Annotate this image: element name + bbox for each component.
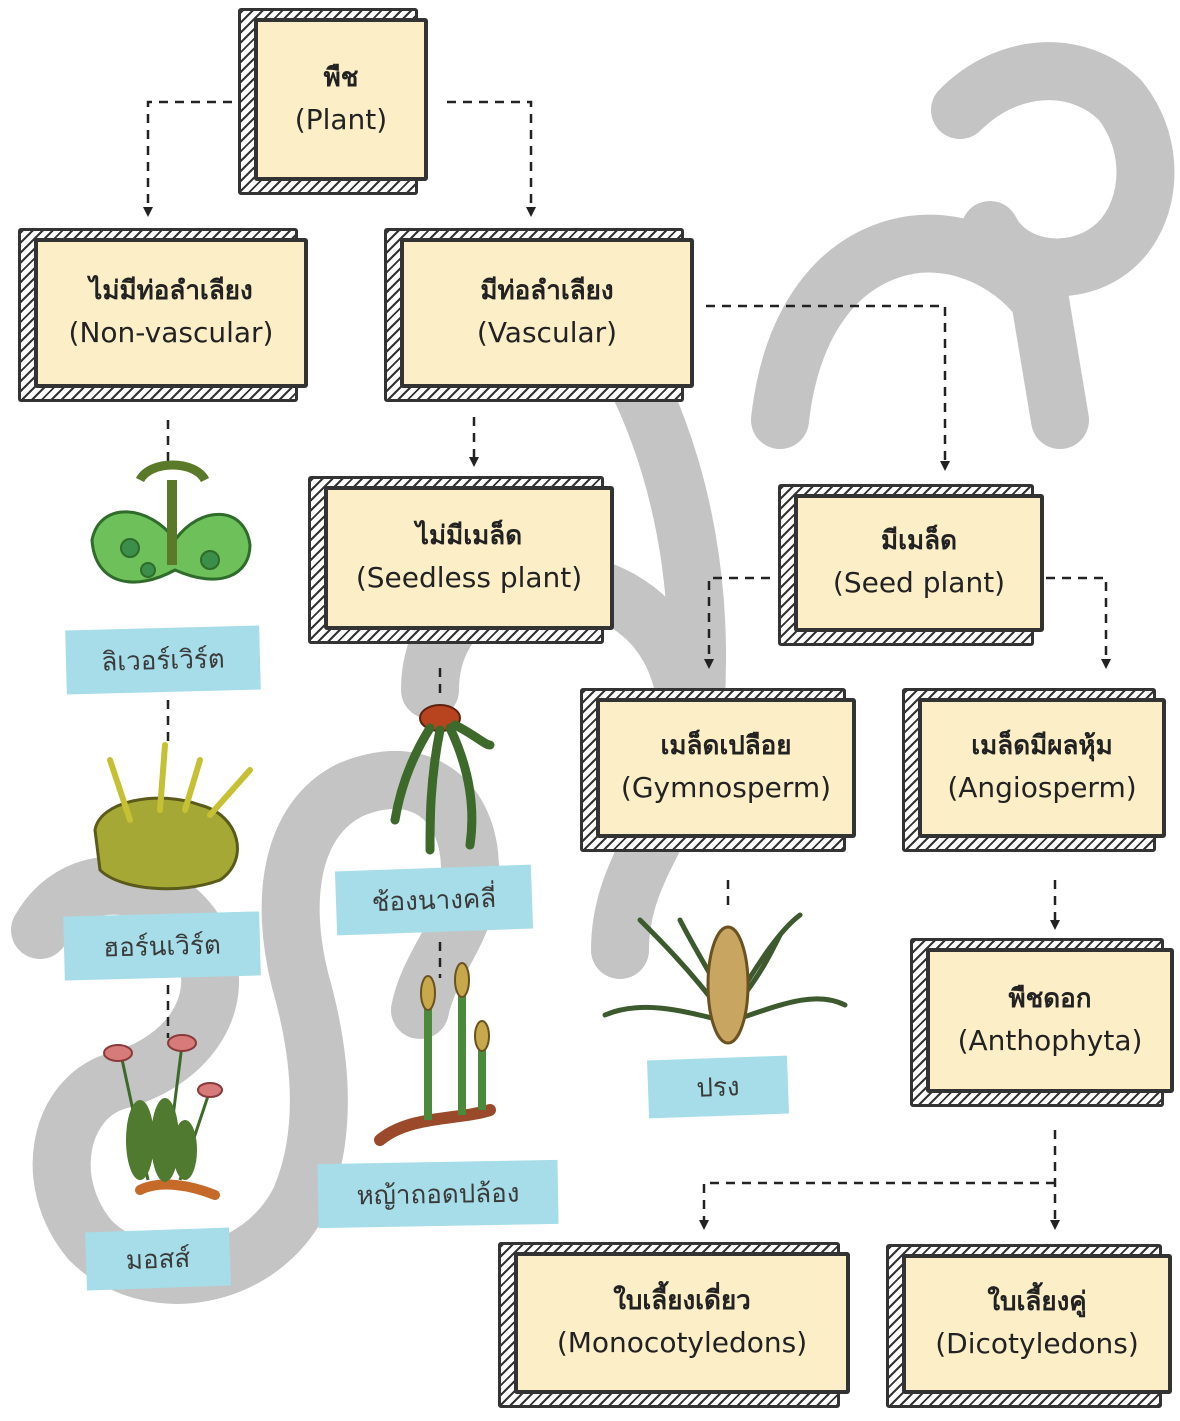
tag-hornwort: ฮอร์นเวิร์ต	[63, 911, 261, 981]
node-gymnosperm-thai: เมล็ดเปลือย	[660, 731, 792, 761]
node-vascular-english: (Vascular)	[476, 316, 618, 349]
node-nonvascular-english: (Non-vascular)	[68, 316, 274, 349]
node-monocot-thai: ใบเลี้ยงเดี่ยว	[613, 1286, 751, 1316]
tag-pine: ปรง	[647, 1055, 789, 1119]
horsetail-image	[374, 962, 496, 1146]
node-seedless-thai: ไม่มีเมล็ด	[415, 521, 523, 551]
node-monocot-english: (Monocotyledons)	[556, 1326, 808, 1359]
node-plant: พืช (Plant)	[238, 8, 428, 195]
node-nonvascular-thai: ไม่มีท่อลำเลียง	[89, 276, 253, 306]
link-seed-gymnosperm	[704, 576, 770, 669]
tag-moss: มอสส์	[85, 1227, 231, 1291]
node-anthophyta: พืชดอก (Anthophyta)	[910, 938, 1174, 1107]
node-seed-english: (Seed plant)	[832, 566, 1006, 599]
node-seedless: ไม่มีเมล็ด (Seedless plant)	[308, 476, 614, 644]
pine-image	[602, 912, 848, 1045]
node-gymnosperm: เมล็ดเปลือย (Gymnosperm)	[580, 688, 856, 852]
link-anthophyta-monocot	[699, 1181, 1055, 1230]
link-plant-vascular	[447, 100, 536, 217]
hornwort-image	[93, 742, 253, 891]
node-seed-thai: มีเมล็ด	[881, 526, 957, 556]
node-plant-english: (Plant)	[294, 102, 388, 136]
node-vascular: มีท่อลำเลียง (Vascular)	[384, 228, 694, 402]
node-anthophyta-english: (Anthophyta)	[957, 1023, 1143, 1057]
liverwort-image	[90, 460, 252, 584]
node-angiosperm-english: (Angiosperm)	[947, 771, 1137, 804]
node-nonvascular: ไม่มีท่อลำเลียง (Non-vascular)	[18, 228, 308, 402]
node-seedless-english: (Seedless plant)	[355, 561, 583, 594]
link-plant-nonvascular	[143, 100, 232, 217]
node-dicot: ใบเลี้ยงคู่ (Dicotyledons)	[886, 1244, 1172, 1408]
node-angiosperm: เมล็ดมีผลหุ้ม (Angiosperm)	[902, 688, 1166, 852]
node-anthophyta-thai: พืชดอก	[1008, 983, 1092, 1014]
node-plant-thai: พืช	[323, 62, 359, 93]
node-vascular-thai: มีท่อลำเลียง	[480, 276, 614, 306]
clubmoss-image	[390, 704, 495, 855]
node-monocot: ใบเลี้ยงเดี่ยว (Monocotyledons)	[498, 1242, 850, 1408]
link-seed-angiosperm	[1046, 576, 1111, 669]
node-dicot-english: (Dicotyledons)	[935, 1327, 1139, 1360]
moss-image	[103, 1034, 223, 1200]
node-dicot-thai: ใบเลี้ยงคู่	[987, 1287, 1087, 1317]
node-gymnosperm-english: (Gymnosperm)	[620, 771, 832, 804]
node-seed: มีเมล็ด (Seed plant)	[778, 484, 1044, 646]
node-angiosperm-thai: เมล็ดมีผลหุ้ม	[971, 731, 1113, 761]
tag-clubmoss: ช้องนางคลี่	[334, 864, 534, 936]
tag-liverwort: ลิเวอร์เวิร์ต	[65, 625, 261, 695]
tag-horsetail: หญ้าถอดปล้อง	[317, 1159, 559, 1229]
